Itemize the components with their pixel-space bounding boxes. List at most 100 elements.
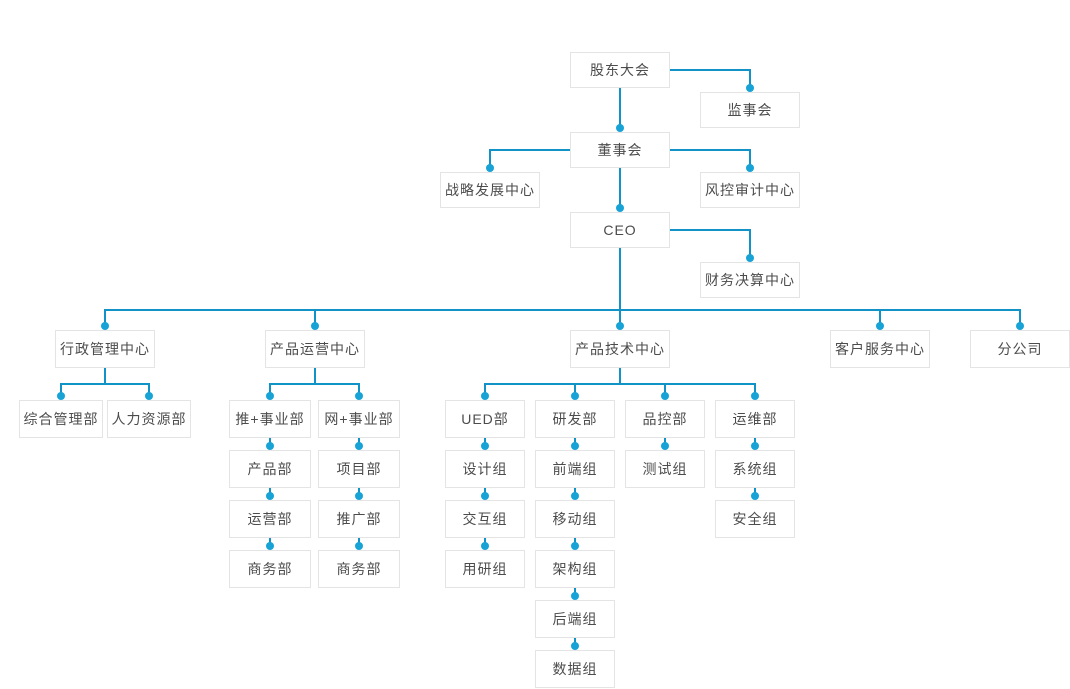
connector-dot bbox=[571, 592, 579, 600]
connector-dot bbox=[661, 442, 669, 450]
connector-line bbox=[879, 311, 881, 326]
connector-line bbox=[314, 311, 316, 326]
connector-line bbox=[749, 149, 751, 168]
connector-dot bbox=[661, 392, 669, 400]
connector-line bbox=[619, 311, 621, 326]
org-node-promotion-dept[interactable]: 推广部 bbox=[318, 500, 400, 538]
connector-dot bbox=[266, 542, 274, 550]
org-node-backend-group[interactable]: 后端组 bbox=[535, 600, 615, 638]
org-node-general-management-dept[interactable]: 综合管理部 bbox=[19, 400, 103, 438]
org-node-finance-settlement-center[interactable]: 财务决算中心 bbox=[700, 262, 800, 298]
connector-line bbox=[670, 229, 750, 231]
org-node-strategy-development-center[interactable]: 战略发展中心 bbox=[440, 172, 540, 208]
connector-line bbox=[148, 385, 150, 396]
connector-dot bbox=[266, 492, 274, 500]
connector-dot bbox=[101, 322, 109, 330]
connector-dot bbox=[571, 642, 579, 650]
org-node-product-operation-center[interactable]: 产品运营中心 bbox=[265, 330, 365, 368]
connector-dot bbox=[571, 492, 579, 500]
org-node-mobile-group[interactable]: 移动组 bbox=[535, 500, 615, 538]
connector-line bbox=[60, 383, 150, 385]
org-node-ued-dept[interactable]: UED部 bbox=[445, 400, 525, 438]
connector-dot bbox=[751, 442, 759, 450]
org-node-quality-control-dept[interactable]: 品控部 bbox=[625, 400, 705, 438]
connector-dot bbox=[311, 322, 319, 330]
connector-dot bbox=[746, 254, 754, 262]
org-node-interaction-group[interactable]: 交互组 bbox=[445, 500, 525, 538]
connector-line bbox=[749, 69, 751, 88]
connector-dot bbox=[355, 442, 363, 450]
org-node-shareholders-meeting[interactable]: 股东大会 bbox=[570, 52, 670, 88]
org-node-risk-audit-center[interactable]: 风控审计中心 bbox=[700, 172, 800, 208]
connector-line bbox=[619, 368, 621, 384]
connector-line bbox=[670, 149, 750, 151]
connector-dot bbox=[616, 322, 624, 330]
connector-dot bbox=[481, 442, 489, 450]
connector-dot bbox=[616, 204, 624, 212]
connector-line bbox=[269, 385, 271, 396]
connector-dot bbox=[746, 164, 754, 172]
connector-line bbox=[619, 248, 621, 310]
connector-dot bbox=[266, 392, 274, 400]
connector-line bbox=[314, 368, 316, 384]
org-node-project-dept[interactable]: 项目部 bbox=[318, 450, 400, 488]
connector-dot bbox=[746, 84, 754, 92]
connector-line bbox=[104, 368, 106, 384]
connector-dot bbox=[571, 442, 579, 450]
connector-line bbox=[574, 385, 576, 396]
org-node-rd-dept[interactable]: 研发部 bbox=[535, 400, 615, 438]
connector-dot bbox=[876, 322, 884, 330]
org-node-system-group[interactable]: 系统组 bbox=[715, 450, 795, 488]
org-node-ops-dept[interactable]: 运维部 bbox=[715, 400, 795, 438]
connector-line bbox=[484, 383, 756, 385]
org-node-frontend-group[interactable]: 前端组 bbox=[535, 450, 615, 488]
connector-line bbox=[104, 311, 106, 326]
org-node-product-technology-center[interactable]: 产品技术中心 bbox=[570, 330, 670, 368]
connector-dot bbox=[751, 492, 759, 500]
org-node-board-of-directors[interactable]: 董事会 bbox=[570, 132, 670, 168]
connector-dot bbox=[1016, 322, 1024, 330]
org-node-business-dept-wang[interactable]: 商务部 bbox=[318, 550, 400, 588]
org-node-user-research-group[interactable]: 用研组 bbox=[445, 550, 525, 588]
connector-line bbox=[60, 385, 62, 396]
org-node-tui-business-dept[interactable]: 推+事业部 bbox=[229, 400, 311, 438]
connector-line bbox=[269, 383, 360, 385]
connector-line bbox=[490, 149, 570, 151]
connector-line bbox=[664, 385, 666, 396]
connector-dot bbox=[571, 392, 579, 400]
connector-dot bbox=[486, 164, 494, 172]
org-node-branch-company[interactable]: 分公司 bbox=[970, 330, 1070, 368]
connector-line bbox=[754, 385, 756, 396]
connector-dot bbox=[57, 392, 65, 400]
connector-line bbox=[489, 149, 491, 168]
org-node-ceo[interactable]: CEO bbox=[570, 212, 670, 248]
org-node-admin-management-center[interactable]: 行政管理中心 bbox=[55, 330, 155, 368]
connector-dot bbox=[355, 492, 363, 500]
connector-line bbox=[358, 385, 360, 396]
org-node-security-group[interactable]: 安全组 bbox=[715, 500, 795, 538]
connector-dot bbox=[571, 542, 579, 550]
org-node-business-dept-tui[interactable]: 商务部 bbox=[229, 550, 311, 588]
connector-dot bbox=[145, 392, 153, 400]
org-node-testing-group[interactable]: 测试组 bbox=[625, 450, 705, 488]
org-node-operation-dept[interactable]: 运营部 bbox=[229, 500, 311, 538]
connector-dot bbox=[751, 392, 759, 400]
connector-dot bbox=[481, 542, 489, 550]
connector-line bbox=[619, 168, 621, 208]
org-node-wang-business-dept[interactable]: 网+事业部 bbox=[318, 400, 400, 438]
org-node-human-resources-dept[interactable]: 人力资源部 bbox=[107, 400, 191, 438]
org-node-design-group[interactable]: 设计组 bbox=[445, 450, 525, 488]
org-node-supervisory-board[interactable]: 监事会 bbox=[700, 92, 800, 128]
connector-dot bbox=[616, 124, 624, 132]
org-node-product-dept[interactable]: 产品部 bbox=[229, 450, 311, 488]
connector-line bbox=[619, 88, 621, 128]
org-node-customer-service-center[interactable]: 客户服务中心 bbox=[830, 330, 930, 368]
connector-line bbox=[749, 229, 751, 258]
connector-line bbox=[1019, 311, 1021, 326]
org-node-architecture-group[interactable]: 架构组 bbox=[535, 550, 615, 588]
org-node-data-group[interactable]: 数据组 bbox=[535, 650, 615, 688]
connector-line bbox=[104, 309, 1021, 311]
connector-dot bbox=[266, 442, 274, 450]
connector-dot bbox=[355, 542, 363, 550]
